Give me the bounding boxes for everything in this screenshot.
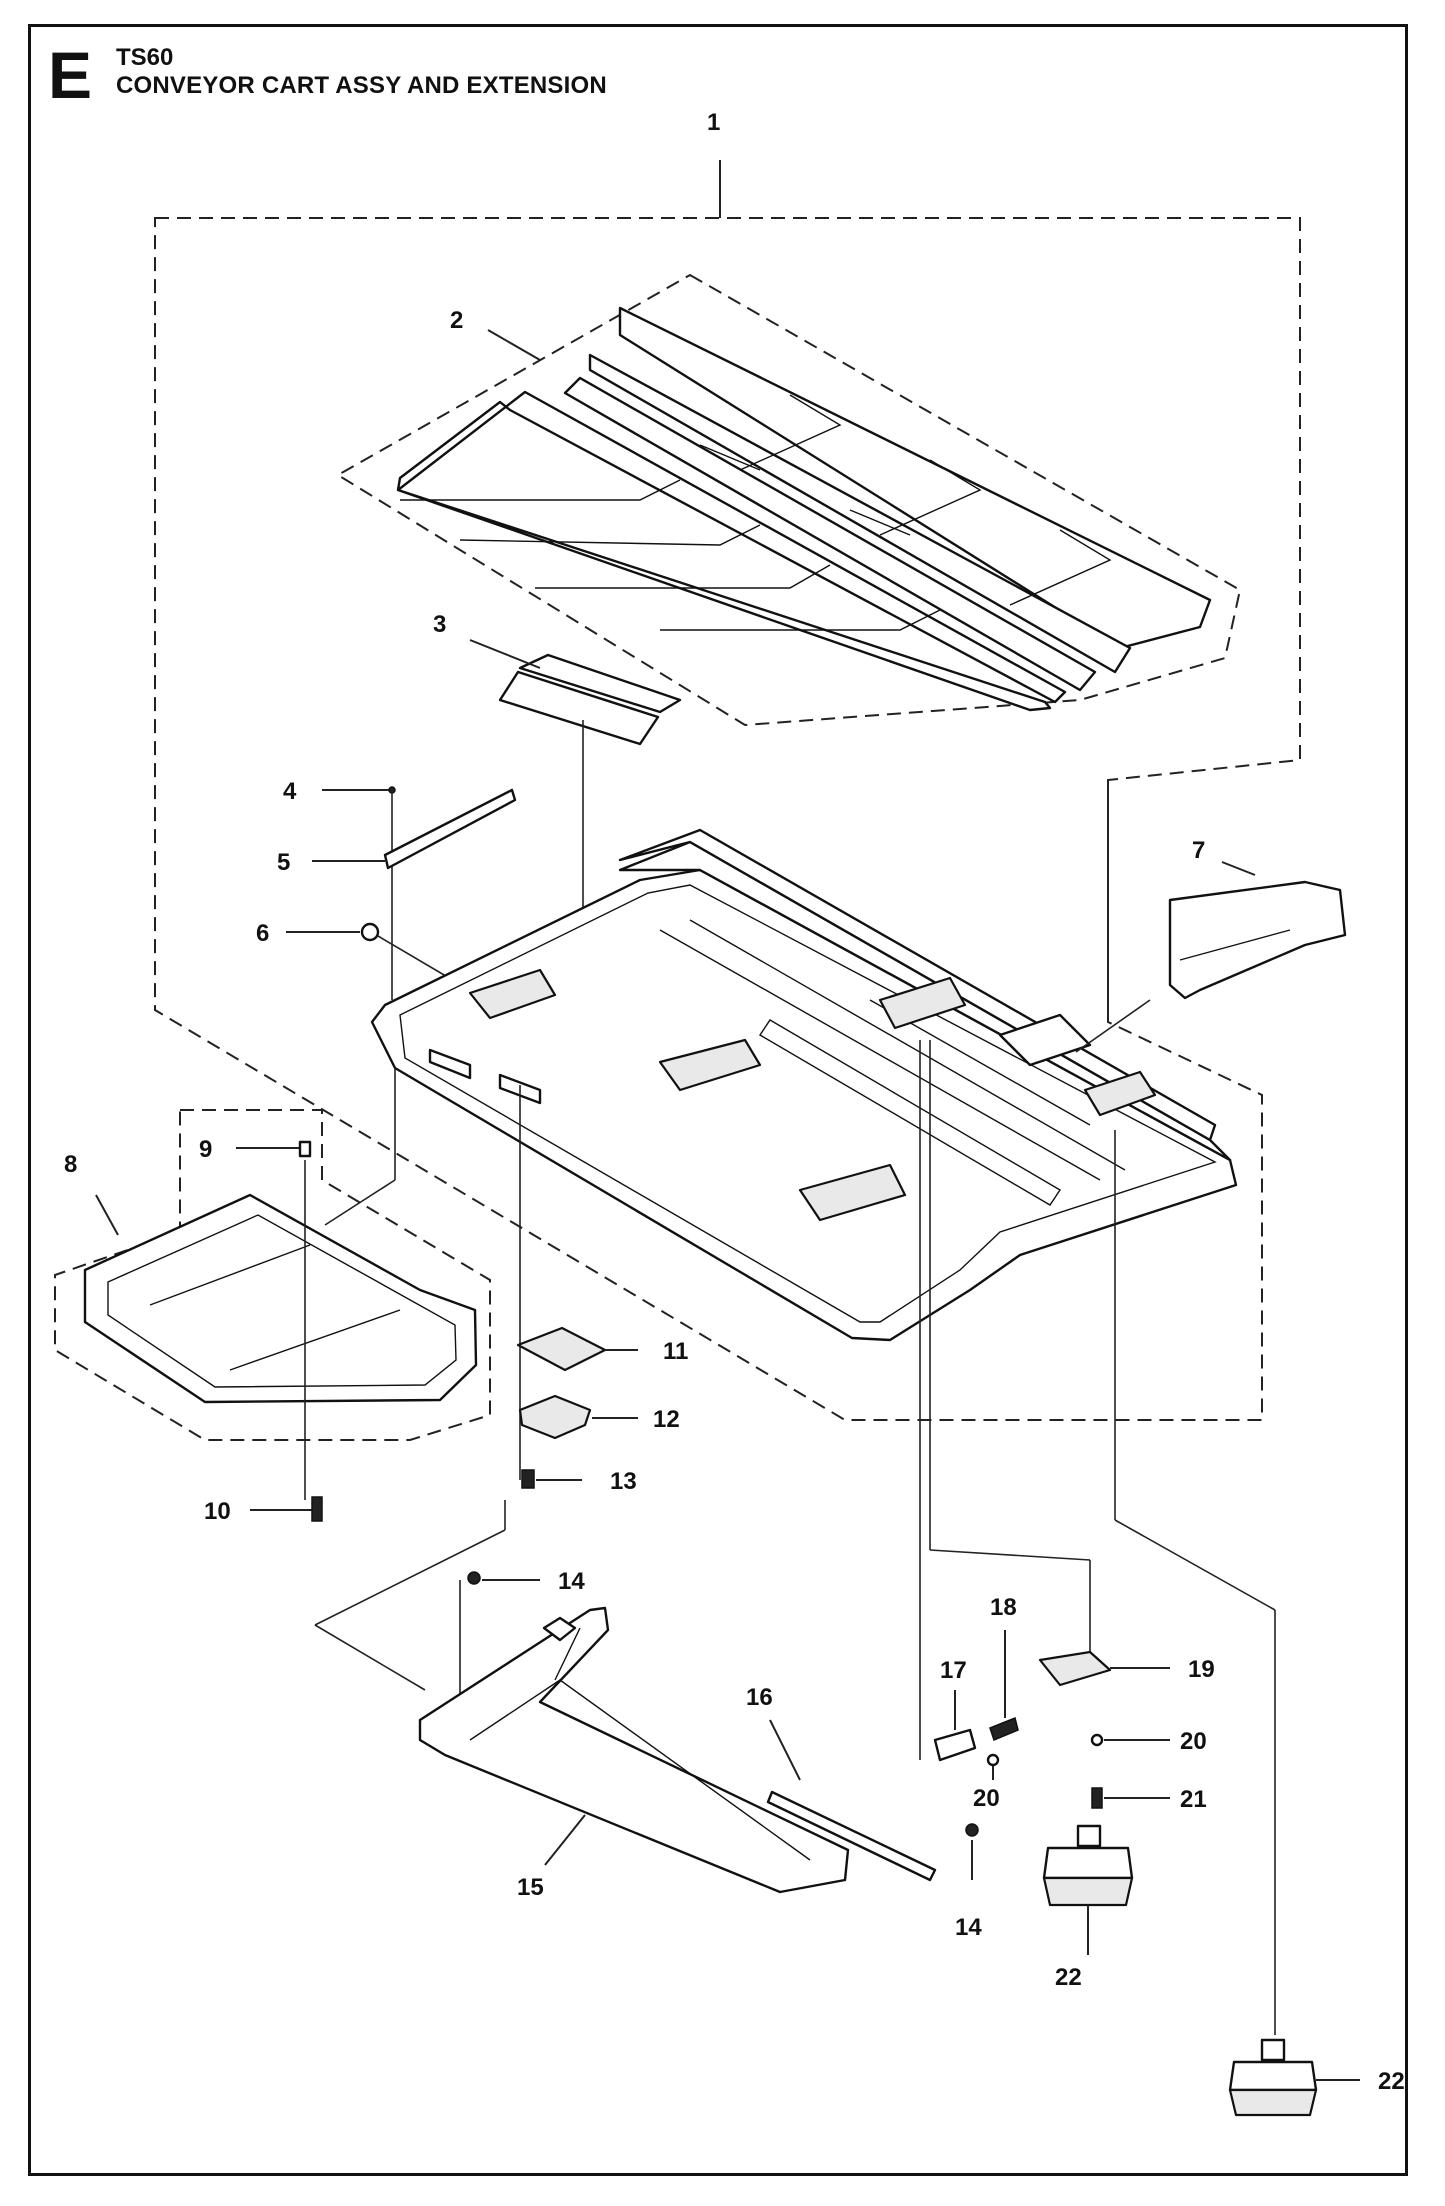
callout-20-right: 20 (1180, 1728, 1207, 1755)
callout-1: 1 (707, 109, 720, 136)
callout-2: 2 (450, 307, 463, 334)
washer-20b (1090, 1733, 1104, 1747)
callout-16: 16 (746, 1684, 773, 1711)
callout-10: 10 (204, 1498, 231, 1525)
section-letter: E (48, 38, 93, 112)
leader-16 (769, 1719, 801, 1781)
callout-20-left: 20 (973, 1785, 1000, 1812)
callout-22-center: 22 (1055, 1964, 1082, 1991)
bracket-11 (516, 1326, 607, 1372)
assembly-boundary-1 (154, 217, 1301, 1421)
washer-20a (986, 1753, 1000, 1767)
handle-15 (418, 1606, 850, 1894)
fastener-14a (467, 1571, 481, 1585)
spring-18 (989, 1716, 1019, 1742)
foot-22a (1042, 1824, 1134, 1907)
leader-3 (469, 639, 541, 669)
leader-15 (544, 1814, 586, 1866)
leader-2 (487, 329, 541, 361)
callout-13: 13 (610, 1468, 637, 1495)
bracket-12 (518, 1394, 592, 1440)
rack-strip-5 (383, 788, 517, 870)
boundary-8 (54, 1109, 491, 1441)
callout-6: 6 (256, 920, 269, 947)
callout-14-upper: 14 (558, 1568, 585, 1595)
model-name: TS60 (116, 44, 174, 71)
diagram-title: CONVEYOR CART ASSY AND EXTENSION (116, 72, 607, 99)
callout-8: 8 (64, 1151, 77, 1178)
knob-6 (360, 922, 380, 942)
callout-9: 9 (199, 1136, 212, 1163)
side-tray-8 (83, 1193, 478, 1404)
screw-10 (311, 1496, 323, 1522)
rod-16 (766, 1790, 937, 1882)
diagram-frame (28, 24, 1408, 2176)
cart-base (370, 828, 1238, 1342)
callout-15: 15 (517, 1874, 544, 1901)
belt-panel (396, 306, 1212, 712)
callout-22-right: 22 (1378, 2068, 1405, 2095)
pin-9 (298, 1140, 312, 1158)
callout-18: 18 (990, 1594, 1017, 1621)
callout-3: 3 (433, 611, 446, 638)
extension-rail-7 (1168, 880, 1347, 1000)
callout-5: 5 (277, 849, 290, 876)
screw-21 (1091, 1787, 1103, 1809)
leader-7 (1221, 861, 1256, 876)
callout-12: 12 (653, 1406, 680, 1433)
callout-19: 19 (1188, 1656, 1215, 1683)
callout-11: 11 (663, 1338, 688, 1365)
screw-13 (521, 1469, 535, 1489)
leader-8 (95, 1194, 119, 1236)
foot-22b (1228, 2038, 1318, 2117)
callout-21: 21 (1180, 1786, 1207, 1813)
callout-17: 17 (940, 1657, 967, 1684)
plate-19 (1038, 1650, 1112, 1687)
strip-3 (498, 653, 682, 746)
bolt-17 (933, 1728, 977, 1762)
callout-14-lower: 14 (955, 1914, 982, 1941)
callout-7: 7 (1192, 837, 1205, 864)
callout-4: 4 (283, 778, 297, 805)
fastener-14b (965, 1823, 979, 1837)
